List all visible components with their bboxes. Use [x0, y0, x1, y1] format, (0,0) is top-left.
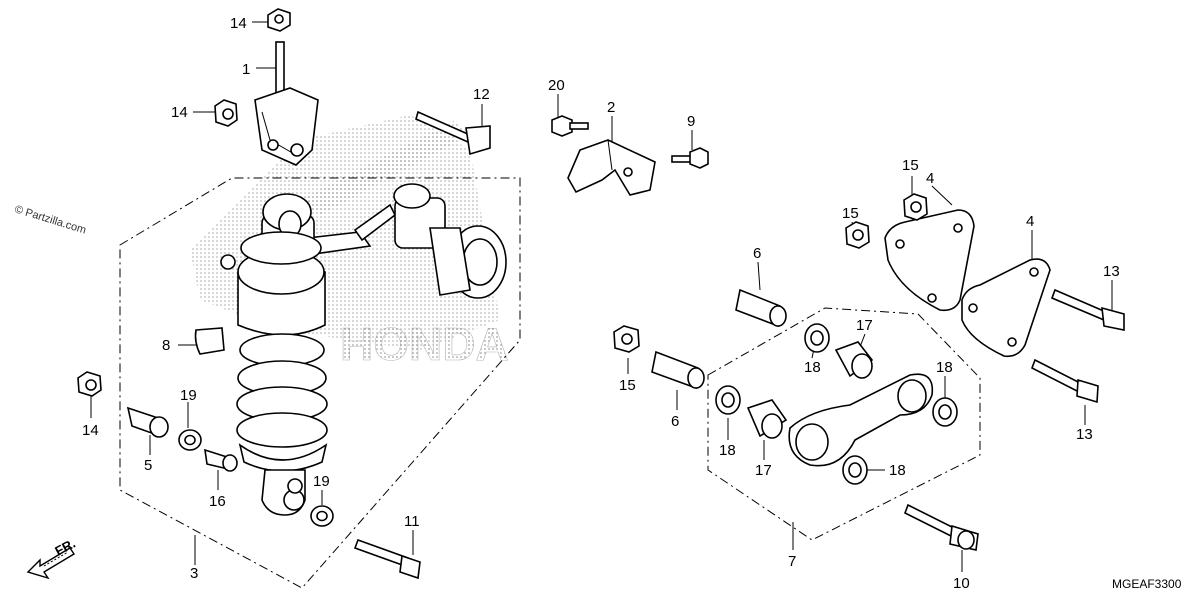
bracket-2 — [567, 139, 656, 196]
fr-label: FR. — [52, 536, 78, 559]
washer-19-upper — [178, 429, 202, 451]
svg-text:HONDA: HONDA — [340, 318, 509, 370]
front-direction-marker: FR. — [26, 536, 78, 580]
seal-18-c — [932, 397, 958, 427]
callout-19: 19 — [180, 387, 197, 404]
collar-16 — [204, 448, 238, 472]
callout-5: 5 — [144, 457, 152, 474]
watermark-text: © Partzilla.com — [13, 203, 87, 236]
bolt-12 — [415, 110, 491, 156]
bolt-9 — [671, 147, 709, 169]
link-plate-4-upper — [884, 209, 975, 312]
callout-11: 11 — [404, 513, 420, 530]
nut-14-lower-left — [77, 371, 102, 397]
bolt-11 — [353, 538, 421, 580]
linkage-arm-7 — [788, 373, 934, 467]
callout-17: 17 — [755, 462, 772, 479]
callout-12: 12 — [473, 86, 490, 103]
callout-13: 13 — [1103, 263, 1120, 280]
washer-19-lower — [310, 505, 334, 527]
bolt-10 — [903, 503, 979, 551]
callout-18: 18 — [889, 462, 906, 479]
nut-15-top — [903, 193, 928, 221]
bolt-13-lower — [1031, 358, 1099, 404]
callout-15: 15 — [619, 377, 636, 394]
seal-18-a — [804, 323, 830, 353]
nut-14-left — [214, 99, 238, 127]
callout-18: 18 — [936, 359, 953, 376]
seal-18-d — [842, 455, 868, 485]
callout-6: 6 — [753, 245, 761, 262]
bushing-17-lower — [746, 399, 788, 439]
callout-19: 19 — [313, 473, 330, 490]
callout-15: 15 — [842, 205, 859, 222]
nut-14-top — [267, 8, 291, 32]
collar-6-lower — [651, 350, 705, 390]
callout-14: 14 — [230, 15, 247, 32]
bolt-20 — [551, 115, 589, 137]
callout-14: 14 — [82, 422, 99, 439]
callout-18: 18 — [804, 359, 821, 376]
callout-18: 18 — [719, 442, 736, 459]
linkage-assembly-boundary — [707, 307, 981, 541]
callout-1: 1 — [242, 61, 250, 78]
callout-9: 9 — [687, 113, 695, 130]
callout-16: 16 — [209, 493, 226, 510]
callout-4: 4 — [926, 170, 934, 187]
clip-8 — [194, 327, 225, 355]
callout-4: 4 — [1026, 213, 1034, 230]
callout-17: 17 — [856, 317, 873, 334]
callout-6: 6 — [671, 413, 679, 430]
diagram-code: MGEAF3300 — [1112, 577, 1182, 591]
bolt-13-upper — [1050, 288, 1125, 331]
callout-3: 3 — [190, 565, 198, 582]
callout-8: 8 — [162, 337, 170, 354]
callout-10: 10 — [953, 575, 970, 592]
collar-6-upper — [735, 288, 787, 328]
rear-shock-absorber — [220, 183, 507, 516]
leader-lines — [90, 21, 1113, 572]
callout-15: 15 — [902, 157, 919, 174]
nut-15-mid — [845, 221, 870, 249]
collar-5 — [126, 406, 169, 438]
callout-13: 13 — [1076, 426, 1093, 443]
upper-mount-bracket — [254, 41, 319, 166]
callout-labels: 14 1 14 12 20 2 9 15 4 15 4 6 13 8 17 18… — [82, 15, 1120, 592]
link-plate-4-lower — [961, 258, 1051, 358]
callout-7: 7 — [788, 553, 796, 570]
callout-14: 14 — [171, 104, 188, 121]
callout-20: 20 — [548, 77, 565, 94]
seal-18-b — [715, 385, 741, 415]
bushing-17-upper — [834, 341, 874, 379]
callout-2: 2 — [607, 99, 615, 116]
nut-15-left — [613, 325, 640, 353]
